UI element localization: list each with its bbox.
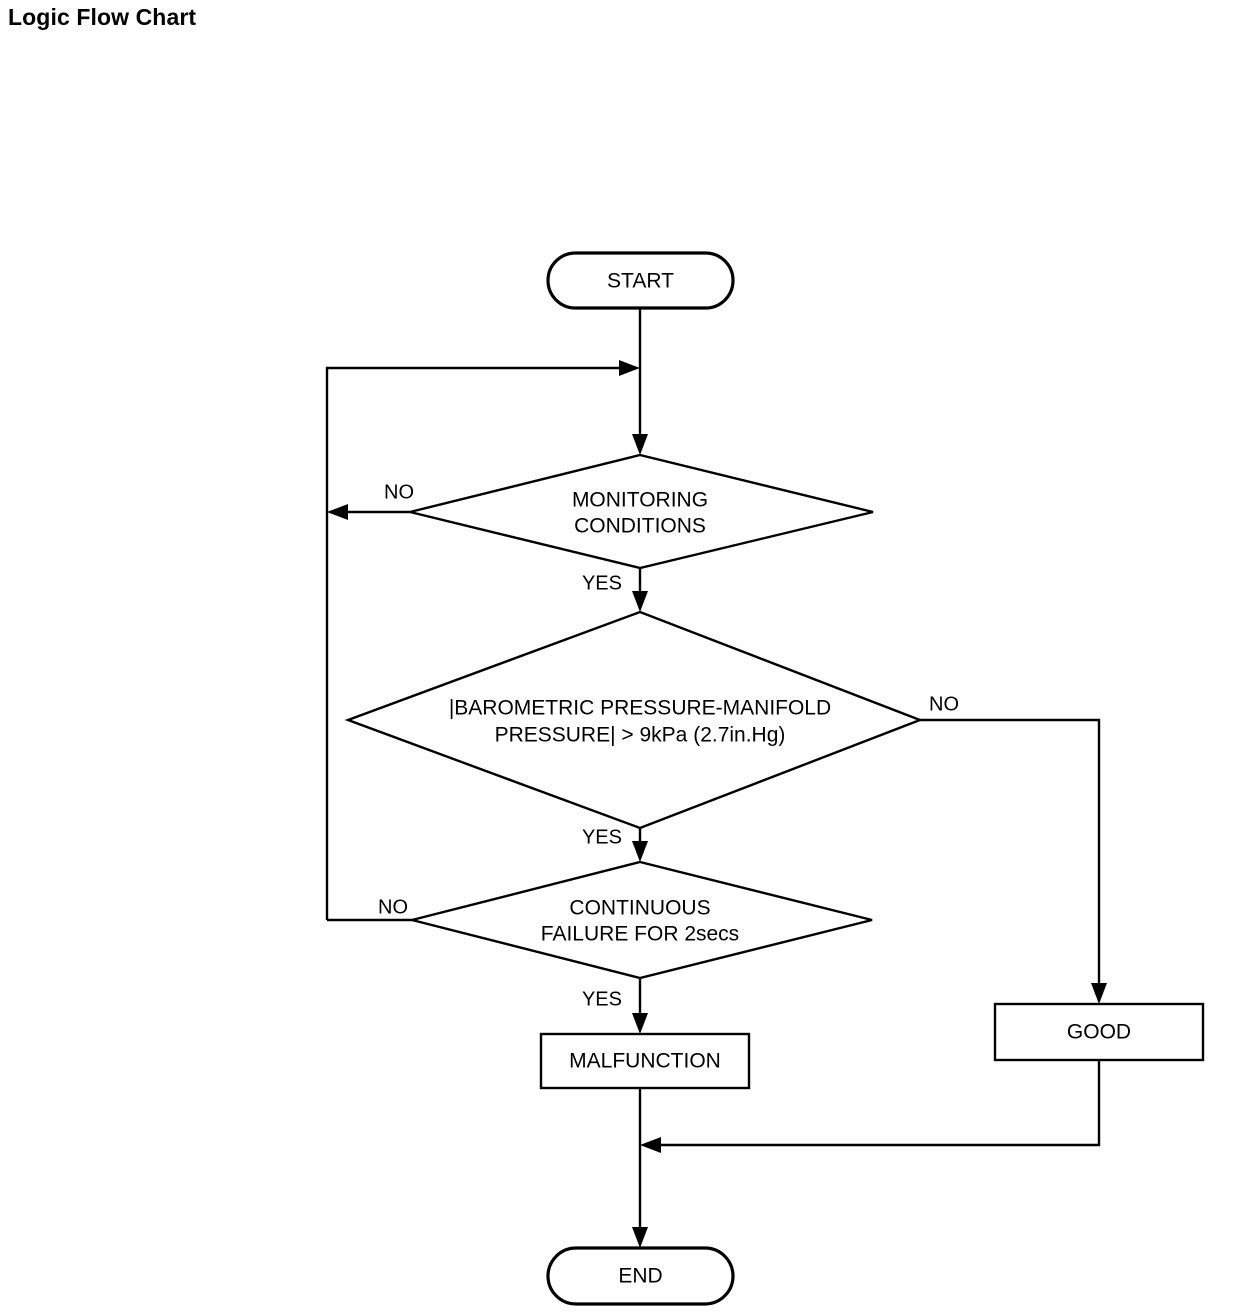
arrow-head-loop-join <box>619 360 640 376</box>
node-start-label: START <box>607 270 674 293</box>
branch-label-pressure-no: NO <box>929 693 959 715</box>
node-pressure-label-line1: |BAROMETRIC PRESSURE-MANIFOLD <box>449 697 831 720</box>
node-malfunction[interactable] <box>539 1032 751 1090</box>
node-monitoring-label-line2: CONDITIONS <box>574 515 706 538</box>
arrow-head-into-monitoring <box>632 434 648 455</box>
arrow-head-good-join <box>640 1137 661 1153</box>
node-end-label: END <box>618 1265 662 1288</box>
arrow-head-into-continuous <box>632 841 648 862</box>
node-end[interactable] <box>546 1246 735 1306</box>
branch-label-pressure-yes: YES <box>582 826 622 848</box>
branch-label-continuous-yes: YES <box>582 988 622 1010</box>
arrow-head-into-good <box>1091 983 1107 1004</box>
edge-loop-back-riser <box>325 366 624 920</box>
edge-good-to-end-join <box>656 1060 1101 1147</box>
arrow-head-into-pressure <box>632 591 648 612</box>
page-title: Logic Flow Chart <box>8 4 197 30</box>
node-monitoring-label-line1: MONITORING <box>572 489 708 512</box>
node-good[interactable] <box>993 1002 1205 1062</box>
node-start[interactable] <box>546 251 735 310</box>
node-monitoring-conditions[interactable] <box>409 453 874 570</box>
node-pressure-check[interactable] <box>344 610 924 830</box>
branch-label-monitoring-yes: YES <box>582 572 622 594</box>
node-continuous-label-line2: FAILURE FOR 2secs <box>541 923 739 946</box>
branch-label-monitoring-no: NO <box>384 481 414 503</box>
arrow-head-into-end <box>632 1227 648 1248</box>
branch-label-continuous-no: NO <box>378 896 408 918</box>
arrow-head-into-malfunction <box>632 1013 648 1034</box>
node-good-label: GOOD <box>1067 1021 1131 1044</box>
arrow-head-monitoring-no <box>327 504 348 520</box>
node-continuous-failure[interactable] <box>411 860 873 980</box>
node-malfunction-label: MALFUNCTION <box>569 1050 721 1073</box>
node-continuous-label-line1: CONTINUOUS <box>569 897 710 920</box>
node-pressure-label-line2: PRESSURE| > 9kPa (2.7in.Hg) <box>495 724 786 747</box>
edge-pressure-no <box>920 718 1101 996</box>
